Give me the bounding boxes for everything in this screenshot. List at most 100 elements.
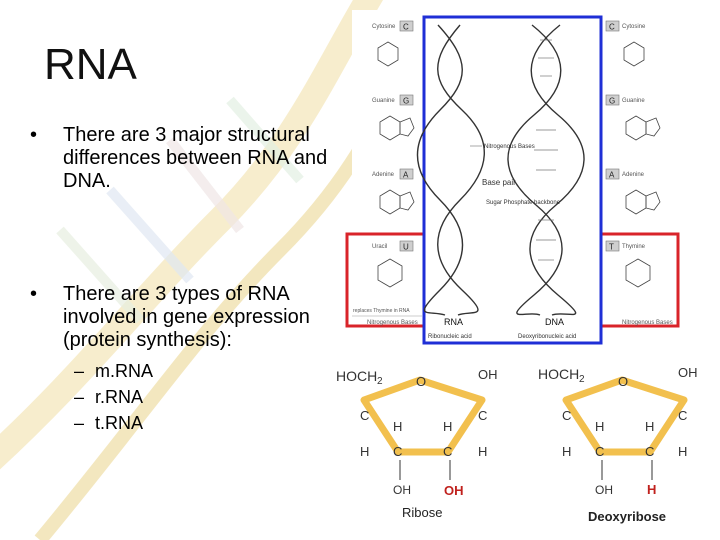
base-letter: A (403, 171, 409, 180)
ribose-structure: HOCH 2 O OH C C H H H H C C OH OH Ribose (336, 367, 498, 520)
base-label: Cytosine (622, 24, 646, 30)
base-letter: C (403, 23, 409, 32)
base-label: Adenine (622, 172, 645, 178)
bullet-marker: • (30, 283, 38, 305)
nitrogenous-bases-callout: Nitrogenous Bases (484, 144, 535, 150)
carbon-label: C (595, 444, 604, 459)
guanine-ring-2 (645, 117, 661, 137)
base-letter-box (605, 20, 620, 32)
base-letter-box (399, 240, 414, 252)
thymine-block: T Thymine Nitrogenous Bases (605, 240, 673, 326)
carbon-label: C (645, 444, 654, 459)
deoxyribose-structure: HOCH 2 O OH C C H H H H C C OH H Deoxyri… (538, 365, 698, 524)
rna-type-text: r.RNA (95, 387, 144, 407)
deoxyribose-ring (562, 376, 688, 456)
hydrogen-label: H (393, 419, 402, 434)
deoxyribose-label: Deoxyribose (588, 509, 666, 524)
base-letter: A (609, 171, 615, 180)
dna-helix (507, 24, 585, 316)
oh-label: OH (678, 365, 698, 380)
dna-rungs (534, 39, 558, 261)
right-base-column: C Cytosine G Guanine A Adenine (605, 20, 661, 215)
bullet-item-differences: • There are 3 major structural differenc… (30, 124, 330, 193)
base-label: Guanine (622, 98, 645, 104)
dna-label: DNA (545, 317, 564, 327)
carbon-label: C (478, 408, 487, 423)
uracil-ring (377, 258, 403, 288)
hydrogen-label: H (562, 444, 571, 459)
rna-label: RNA (444, 317, 463, 327)
carbon-label: C (562, 408, 571, 423)
oh-label: OH (595, 483, 613, 497)
rna-type-item: – m.RNA (30, 358, 330, 384)
bullet-marker: • (30, 124, 38, 146)
bullet-item-types: • There are 3 types of RNA involved in g… (30, 283, 330, 352)
carbon-label: C (393, 444, 402, 459)
rna-type-text: m.RNA (95, 361, 153, 381)
rna-helix (416, 24, 485, 316)
base-letter: G (403, 97, 409, 106)
bullet-text: There are 3 types of RNA involved in gen… (63, 283, 310, 351)
subscript-2: 2 (377, 376, 383, 387)
thymine-ring (625, 258, 651, 288)
base-letter-box (399, 20, 414, 32)
uracil-block: Uracil U replaces Thymine in RNA Nitroge… (352, 240, 422, 326)
oh-label: OH (393, 483, 411, 497)
hoch2-label: HOCH (538, 366, 579, 382)
base-letter-box (605, 94, 620, 106)
base-letter: G (609, 97, 615, 106)
backbone-callout: Sugar Phosphate backbone (486, 200, 561, 206)
rna-type-item: – t.RNA (30, 410, 330, 436)
ring-oxygen: O (416, 374, 426, 389)
base-letter-box (605, 168, 620, 180)
dash-marker: – (74, 361, 85, 381)
replaces-note: replaces Thymine in RNA (353, 308, 410, 314)
dash-marker: – (74, 387, 85, 407)
guanine-ring-2 (399, 117, 415, 137)
hydrogen-label: H (478, 444, 487, 459)
ribose-ring (360, 376, 486, 456)
base-letter: U (403, 243, 409, 252)
bullet-text: There are 3 major structural differences… (63, 124, 328, 192)
dna-full-name: Deoxyribonucleic acid (518, 334, 576, 340)
hydrogen-label: H (678, 444, 687, 459)
hydrogen-label: H (443, 419, 452, 434)
ring-oxygen: O (618, 374, 628, 389)
dash-marker: – (74, 413, 85, 433)
bullet-list: • There are 3 major structural differenc… (30, 124, 330, 436)
rna-type-text: t.RNA (95, 413, 144, 433)
hydrogen-label: H (595, 419, 604, 434)
ribose-label: Ribose (402, 505, 442, 520)
base-letter-box (399, 94, 414, 106)
rna-type-list: – m.RNA – r.RNA – t.RNA (30, 358, 330, 436)
base-label: Cytosine (372, 24, 396, 30)
adenine-ring-2 (399, 191, 415, 211)
hydrogen-label: H (360, 444, 369, 459)
rna-full-name: Ribonucleic acid (428, 334, 472, 340)
rna-type-item: – r.RNA (30, 384, 330, 410)
carbon-label: C (678, 408, 687, 423)
base-label: Uracil (372, 244, 387, 250)
hoch2-label: HOCH (336, 368, 377, 384)
base-label: Guanine (372, 98, 395, 104)
helix-comparison-frame (422, 15, 603, 345)
nitrogenous-bases-label: Nitrogenous Bases (367, 320, 418, 326)
carbon-label: C (443, 444, 452, 459)
base-letter: C (609, 23, 615, 32)
subscript-2: 2 (579, 374, 585, 385)
hydrogen-label: H (645, 419, 654, 434)
base-letter: T (609, 243, 614, 252)
slide-title: RNA (44, 40, 137, 89)
deoxy-2-h-label: H (647, 482, 656, 497)
helix-labels: Nitrogenous Bases Base pair Sugar Phosph… (428, 144, 576, 340)
left-base-column: Cytosine C Guanine G Adenine A (372, 20, 415, 215)
base-label: Adenine (372, 172, 395, 178)
nitrogenous-bases-label: Nitrogenous Bases (622, 320, 673, 326)
base-label: Thymine (622, 244, 646, 250)
cytosine-ring (377, 41, 399, 67)
base-letter-box (605, 240, 620, 252)
ribose-2-oh-label: OH (444, 483, 464, 498)
base-pair-callout: Base pair (482, 178, 516, 187)
